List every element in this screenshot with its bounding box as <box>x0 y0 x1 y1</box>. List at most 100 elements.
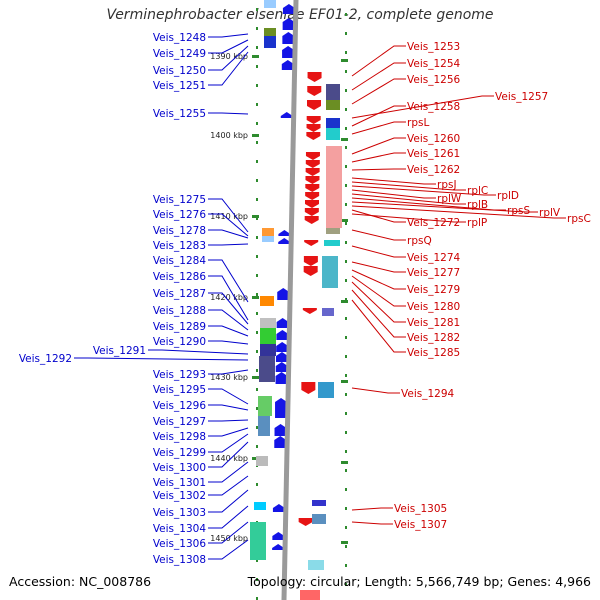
ruler-dot <box>256 350 258 353</box>
backbone-line <box>281 0 299 600</box>
reverse-gene-label: Veis_1282 <box>407 332 460 344</box>
reverse-gene-label: Veis_1305 <box>394 503 447 515</box>
forward-gene-block <box>259 356 275 382</box>
reverse-leader-line <box>351 521 393 525</box>
reverse-leader-line <box>351 245 406 258</box>
forward-leader-line <box>208 433 249 453</box>
forward-gene-label: Veis_1293 <box>153 369 206 381</box>
reverse-leader-line <box>351 229 406 241</box>
reverse-gene-label: Veis_1279 <box>407 284 460 296</box>
ruler-dot <box>345 374 347 377</box>
reverse-leader-line <box>351 78 406 105</box>
reverse-gene-block <box>312 500 326 506</box>
forward-gene-arrow <box>282 18 295 30</box>
forward-gene-arrow <box>278 238 291 244</box>
ruler-dot <box>345 545 347 548</box>
reverse-gene-label: Veis_1277 <box>407 267 460 279</box>
tick-mark <box>341 219 348 222</box>
reverse-gene-label: rpsS <box>507 205 530 217</box>
ruler-dot <box>345 51 347 54</box>
forward-gene-arrow <box>275 398 288 418</box>
tick-label: 1430 kbp <box>210 373 248 382</box>
reverse-gene-block <box>308 560 324 570</box>
tick-mark <box>341 59 348 62</box>
forward-gene-block <box>264 0 276 8</box>
reverse-gene-label: Veis_1272 <box>407 217 460 229</box>
forward-leader-line <box>208 309 249 331</box>
forward-leader-line <box>208 325 249 337</box>
forward-gene-arrow <box>280 112 293 118</box>
forward-leader-line <box>208 45 249 71</box>
reverse-leader-line <box>351 137 406 155</box>
tick-mark <box>341 541 348 544</box>
reverse-leader-line <box>351 189 436 199</box>
reverse-leader-line <box>351 168 406 171</box>
forward-gene-label: Veis_1251 <box>153 80 206 92</box>
ruler-dot <box>345 393 347 396</box>
reverse-gene-block <box>300 590 320 600</box>
forward-gene-label: Veis_1303 <box>153 507 206 519</box>
ruler-dot <box>256 445 258 448</box>
ruler-dot <box>345 526 347 529</box>
reverse-gene-arrow <box>307 72 322 82</box>
ruler-dot <box>345 355 347 358</box>
forward-gene-arrow <box>282 32 295 44</box>
reverse-gene-label: Veis_1258 <box>407 101 460 113</box>
reverse-gene-label: rplV <box>539 207 561 219</box>
forward-gene-arrow <box>274 436 287 448</box>
reverse-gene-arrow <box>305 200 319 208</box>
reverse-gene-label: Veis_1285 <box>407 347 460 359</box>
ruler-dot <box>345 412 347 415</box>
forward-gene-label: Veis_1250 <box>153 65 206 77</box>
ruler-dot <box>345 222 347 225</box>
ruler-dot <box>256 312 258 315</box>
reverse-gene-label: Veis_1260 <box>407 133 460 145</box>
forward-leader-line <box>208 539 249 560</box>
forward-gene-label: Veis_1292 <box>19 353 72 365</box>
ruler-dot <box>345 70 347 73</box>
forward-gene-label: Veis_1304 <box>153 523 207 535</box>
forward-leader-line <box>208 475 249 496</box>
tick-mark <box>252 215 259 218</box>
reverse-leader-line <box>351 261 406 273</box>
reverse-gene-label: rplP <box>467 217 487 229</box>
reverse-gene-block <box>326 118 340 130</box>
reverse-leader-line <box>351 62 406 91</box>
reverse-gene-arrow <box>306 116 321 124</box>
forward-gene-arrow <box>275 352 288 362</box>
ruler-dot <box>256 198 258 201</box>
tick-label: 1390 kbp <box>210 52 248 61</box>
forward-leader-line <box>208 243 249 246</box>
ruler-dot <box>256 578 258 581</box>
forward-leader-line <box>208 441 249 468</box>
forward-leader-line <box>208 388 249 405</box>
forward-leader-line <box>148 349 249 355</box>
forward-gene-label: Veis_1298 <box>153 431 206 443</box>
reverse-gene-label: Veis_1274 <box>407 252 461 264</box>
reverse-gene-arrow <box>305 168 320 176</box>
ruler-dot <box>256 84 258 87</box>
forward-gene-label: Veis_1297 <box>153 416 206 428</box>
reverse-gene-label: Veis_1281 <box>407 317 460 329</box>
ruler-dot <box>345 507 347 510</box>
reverse-leader-line <box>351 152 406 163</box>
forward-gene-label: Veis_1249 <box>153 48 206 60</box>
forward-leader-line <box>208 275 249 321</box>
reverse-leader-line <box>351 281 406 323</box>
forward-gene-label: Veis_1289 <box>153 321 206 333</box>
tick-mark <box>252 55 259 58</box>
tick-label: 1410 kbp <box>210 212 248 221</box>
reverse-gene-block <box>326 84 340 100</box>
reverse-leader-line <box>351 121 406 135</box>
forward-leader-line <box>208 340 249 345</box>
ruler-dot <box>345 488 347 491</box>
forward-leader-line <box>208 292 249 325</box>
ruler-dot <box>345 13 347 16</box>
ruler-dot <box>345 165 347 168</box>
forward-gene-label: Veis_1295 <box>153 384 206 396</box>
reverse-leader-line <box>351 95 494 119</box>
tick-label: 1420 kbp <box>210 293 248 302</box>
forward-gene-block <box>256 456 268 466</box>
forward-gene-label: Veis_1291 <box>93 345 146 357</box>
accession-label: Accession: NC_008786 <box>9 574 152 589</box>
